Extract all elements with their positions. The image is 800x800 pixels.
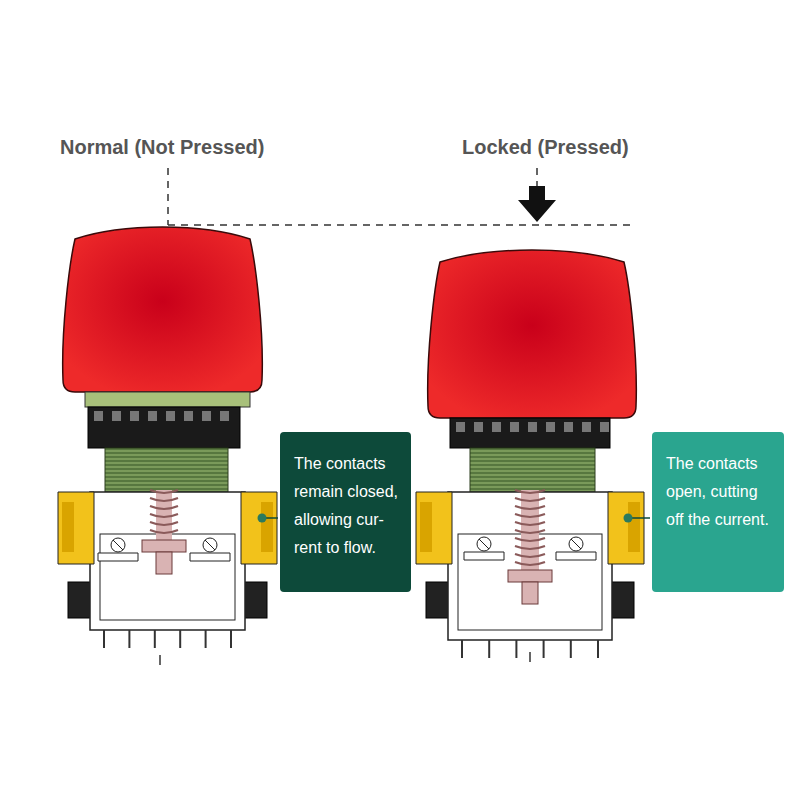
screw-slot: [113, 540, 123, 550]
spring-coil: [150, 506, 178, 509]
terminal-pin: [543, 640, 545, 658]
knurl: [202, 411, 211, 421]
terminal-pin: [461, 640, 463, 658]
yellow-clip: [58, 492, 94, 564]
spring-coil: [515, 554, 545, 557]
collar-ring: [85, 392, 250, 407]
knurl: [184, 411, 193, 421]
terminal-pin: [515, 640, 517, 658]
terminal-pin: [597, 640, 599, 658]
fixed-contact: [98, 553, 138, 561]
terminal-screw: [569, 537, 583, 551]
mushroom-cap: [63, 227, 263, 392]
knurled-nut: [88, 407, 240, 448]
yellow-clip: [608, 492, 644, 564]
spring-coil: [515, 538, 545, 541]
yellow-clip: [241, 492, 277, 564]
knurl: [148, 411, 157, 421]
spring-coil: [515, 522, 545, 525]
contact-bridge: [142, 540, 186, 552]
callout-box: The contacts open, cutting off the curre…: [652, 432, 784, 592]
contact-bridge: [508, 570, 552, 582]
knurl: [166, 411, 175, 421]
plunger-tip: [156, 552, 172, 574]
fixed-contact: [190, 553, 230, 561]
clip-face: [420, 502, 432, 552]
spring-coil: [515, 562, 545, 565]
spring-coil: [515, 498, 545, 501]
knurl: [564, 422, 573, 432]
spring-coil: [150, 522, 178, 525]
knurl: [492, 422, 501, 432]
terminal-screw: [203, 538, 217, 552]
terminal-pin: [205, 630, 207, 648]
plunger-tip: [522, 582, 538, 604]
fixed-contact: [556, 552, 596, 560]
callout-text: The contacts open, cutting off the curre…: [666, 450, 774, 534]
terminal-pin: [103, 630, 105, 648]
knurl: [546, 422, 555, 432]
spring-coil: [515, 530, 545, 533]
spring-coil: [515, 514, 545, 517]
fixed-contact: [464, 552, 504, 560]
button-normal: [58, 227, 277, 648]
spring-coil: [515, 506, 545, 509]
knurl: [130, 411, 139, 421]
terminal-pin: [179, 630, 181, 648]
spring-coil: [150, 530, 178, 533]
state-heading: Normal (Not Pressed): [60, 136, 265, 159]
knurl: [510, 422, 519, 432]
terminal-pin: [154, 630, 156, 648]
terminal-pin: [230, 630, 232, 648]
knurl: [474, 422, 483, 432]
knurl: [528, 422, 537, 432]
button-locked: [416, 250, 644, 658]
terminal-screw: [111, 538, 125, 552]
terminal-pin: [488, 640, 490, 658]
screw-slot: [571, 539, 581, 549]
spring-coil: [515, 546, 545, 549]
spring-coil: [150, 498, 178, 501]
knurl: [600, 422, 609, 432]
press-arrow: [518, 186, 556, 222]
terminal-screw: [477, 537, 491, 551]
knurl: [220, 411, 229, 421]
knurl: [94, 411, 103, 421]
yellow-clip: [416, 492, 452, 564]
terminal-pin: [570, 640, 572, 658]
spring-coil: [515, 490, 545, 493]
spring-coil: [150, 490, 178, 493]
screw-slot: [479, 539, 489, 549]
screw-slot: [205, 540, 215, 550]
clip-face: [261, 502, 273, 552]
knurled-nut: [450, 418, 610, 448]
callout-text: The contacts remain closed, allowing cur…: [294, 450, 401, 562]
mushroom-cap: [428, 250, 637, 418]
state-heading: Locked (Pressed): [462, 136, 629, 159]
contact-block: [100, 534, 235, 620]
clip-face: [628, 502, 640, 552]
terminal-pin: [128, 630, 130, 648]
clip-face: [62, 502, 74, 552]
plunger: [521, 490, 539, 572]
contact-block: [458, 534, 602, 630]
knurl: [456, 422, 465, 432]
leader-dot: [258, 514, 267, 523]
threaded-collar: [105, 448, 228, 492]
threaded-collar: [470, 448, 595, 492]
callout-box: The contacts remain closed, allowing cur…: [280, 432, 411, 592]
spring-coil: [150, 514, 178, 517]
knurl: [112, 411, 121, 421]
leader-dot: [624, 514, 633, 523]
knurl: [582, 422, 591, 432]
